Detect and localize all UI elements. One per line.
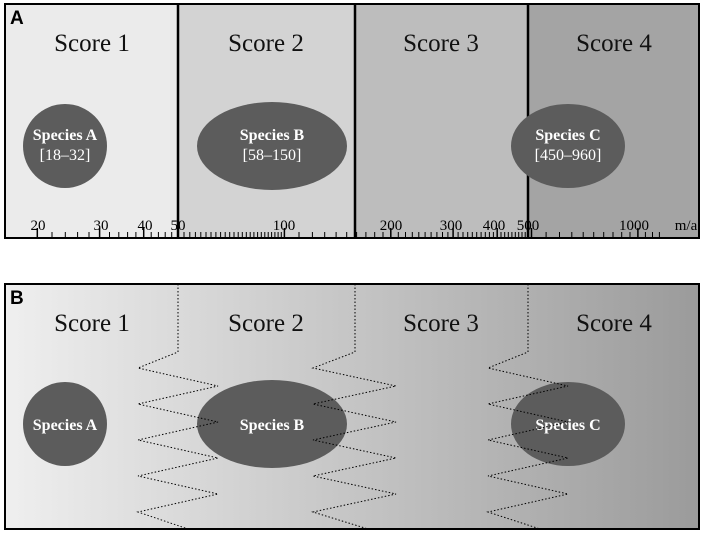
panel-b-letter: B xyxy=(10,288,24,309)
score-b-1-label: Score 1 xyxy=(54,310,130,337)
panel-a: A Score 1 Score 2 Score 3 Score 4 Specie… xyxy=(4,3,700,239)
panel-a-border xyxy=(4,3,700,239)
species-b-name-b: Species B xyxy=(240,417,305,434)
species-a-name-b: Species A xyxy=(33,417,98,434)
species-a-ellipse xyxy=(23,104,107,188)
score-a-3-label: Score 3 xyxy=(403,30,479,57)
species-c-range: [450–960] xyxy=(535,147,602,164)
species-a-ellipse-b xyxy=(23,382,107,466)
species-c-ellipse-b xyxy=(511,382,625,466)
species-c-name: Species C xyxy=(535,127,600,144)
species-c-name-b: Species C xyxy=(535,417,600,434)
score-a-2-label: Score 2 xyxy=(228,30,304,57)
tick-label-500: 500 xyxy=(517,218,540,234)
panel-a-letter: A xyxy=(10,8,24,29)
tick-label-30: 30 xyxy=(94,218,109,234)
score-a-1-label: Score 1 xyxy=(54,30,130,57)
tick-label-100: 100 xyxy=(273,218,296,234)
score-a-4-label: Score 4 xyxy=(576,30,652,57)
tick-label-400: 400 xyxy=(483,218,506,234)
score-b-4-label: Score 4 xyxy=(576,310,652,337)
tick-label-20: 20 xyxy=(31,218,46,234)
species-c-ellipse xyxy=(511,104,625,188)
axis-unit-label: m/a xyxy=(675,218,698,234)
species-a-range: [18–32] xyxy=(40,147,91,164)
panel-b: B Score 1 Score 2 Score 3 Score 4 Specie… xyxy=(4,283,700,530)
species-b-ellipse-b xyxy=(197,380,347,468)
species-b-name: Species B xyxy=(240,127,305,144)
tick-label-50: 50 xyxy=(171,218,186,234)
panel-b-border xyxy=(4,283,700,530)
species-b-range: [58–150] xyxy=(243,147,302,164)
zone-a-3 xyxy=(355,4,528,238)
fuzzy-boundary-2 xyxy=(311,284,397,530)
tick-label-40: 40 xyxy=(138,218,153,234)
species-a-name: Species A xyxy=(33,127,98,144)
tick-label-200: 200 xyxy=(380,218,403,234)
score-b-3-label: Score 3 xyxy=(403,310,479,337)
species-b-ellipse xyxy=(197,102,347,190)
score-b-2-label: Score 2 xyxy=(228,310,304,337)
tick-label-1000: 1000 xyxy=(619,218,649,234)
tick-label-300: 300 xyxy=(440,218,463,234)
